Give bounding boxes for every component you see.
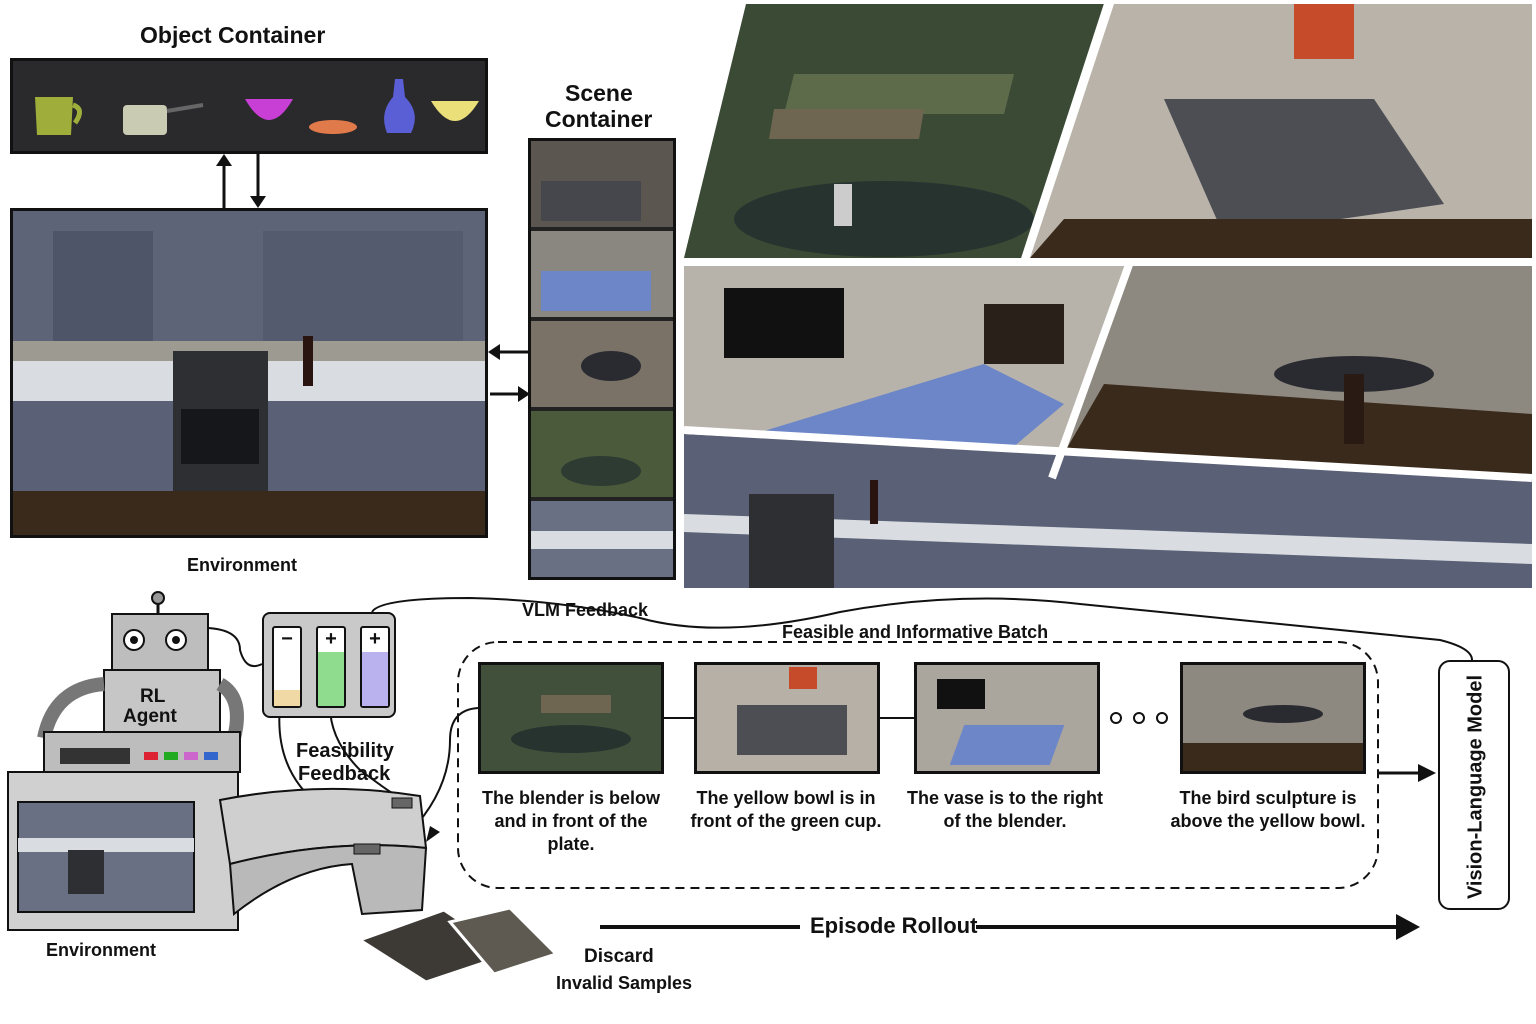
vision-language-model-box: Vision-Language Model [1438, 660, 1510, 910]
batch-thumb-3 [914, 662, 1100, 774]
episode-rollout-label: Episode Rollout [810, 913, 978, 938]
feasibility-battery: − + + [262, 612, 396, 718]
batch-thumb-1 [478, 662, 664, 774]
green-cup-icon [35, 97, 82, 135]
battery-cell-3: + [360, 626, 390, 708]
collage-dining [1052, 264, 1532, 474]
feasibility-filter-tunnel-icon [218, 787, 428, 916]
environment-top-label: Environment [187, 555, 298, 575]
collage-bedroom [1030, 4, 1532, 258]
scene-container-title-2: Container [545, 106, 653, 132]
environment-bottom-label: Environment [46, 940, 157, 960]
rl-agent-label-2: Agent [123, 706, 177, 727]
yellow-bowl-icon [431, 101, 479, 121]
batch-thumb-2 [694, 662, 880, 774]
discard-label-2: Invalid Samples [556, 973, 693, 993]
purple-bowl-icon [245, 99, 293, 120]
battery-cell-2: + [316, 626, 346, 708]
object-env-arrows [216, 154, 266, 208]
saucepan-icon [123, 103, 204, 135]
discarded-samples-icon [360, 906, 559, 984]
plate-icon [309, 120, 357, 134]
scene-thumb-bedroom [531, 141, 673, 227]
scene-container-strip [528, 138, 676, 580]
feasibility-feedback-label-2: Feedback [298, 763, 391, 785]
scene-container-title-1: Scene [565, 80, 633, 106]
batch-caption-3: The vase is to the right of the blender. [906, 788, 1104, 831]
batch-caption-2: The yellow bowl is in front of the green… [690, 788, 882, 831]
scene-thumb-kitchen [531, 501, 673, 577]
battery-cell-1: − [272, 626, 302, 708]
rl-agent-robot-icon [7, 591, 244, 931]
battery-sign-1: − [281, 628, 293, 650]
feasibility-feedback-label-1: Feasibility [296, 740, 394, 762]
batch-caption-1: The blender is below and in front of the… [481, 788, 661, 854]
object-container-title: Object Container [140, 22, 326, 48]
feasible-batch-box [457, 641, 1379, 889]
battery-sign-3: + [369, 628, 381, 650]
collage-kitchen [684, 434, 1532, 588]
vase-icon [384, 79, 415, 133]
battery-fill-3 [362, 652, 388, 706]
batch-thumb-4 [1180, 662, 1366, 774]
vision-language-model-label: Vision-Language Model [1464, 674, 1487, 900]
vlm-feedback-label: VLM Feedback [522, 600, 649, 620]
battery-fill-2 [318, 652, 344, 706]
room-collage [684, 4, 1532, 588]
environment-kitchen-scene [10, 208, 488, 538]
battery-fill-1 [274, 690, 300, 706]
feasible-batch-label: Feasible and Informative Batch [782, 622, 1049, 642]
battery-sign-2: + [325, 628, 337, 650]
object-thumbnails [35, 79, 479, 135]
object-container-panel [10, 58, 488, 154]
scene-thumb-living [531, 231, 673, 317]
collage-green-kitchen [684, 4, 1108, 258]
rl-agent-label-1: RL [140, 686, 166, 707]
env-scene-arrows [488, 344, 530, 402]
scene-thumb-dining [531, 321, 673, 407]
scene-thumb-green-kitchen [531, 411, 673, 497]
batch-caption-4: The bird sculpture is above the yellow b… [1170, 788, 1366, 831]
discard-label-1: Discard [584, 946, 654, 967]
